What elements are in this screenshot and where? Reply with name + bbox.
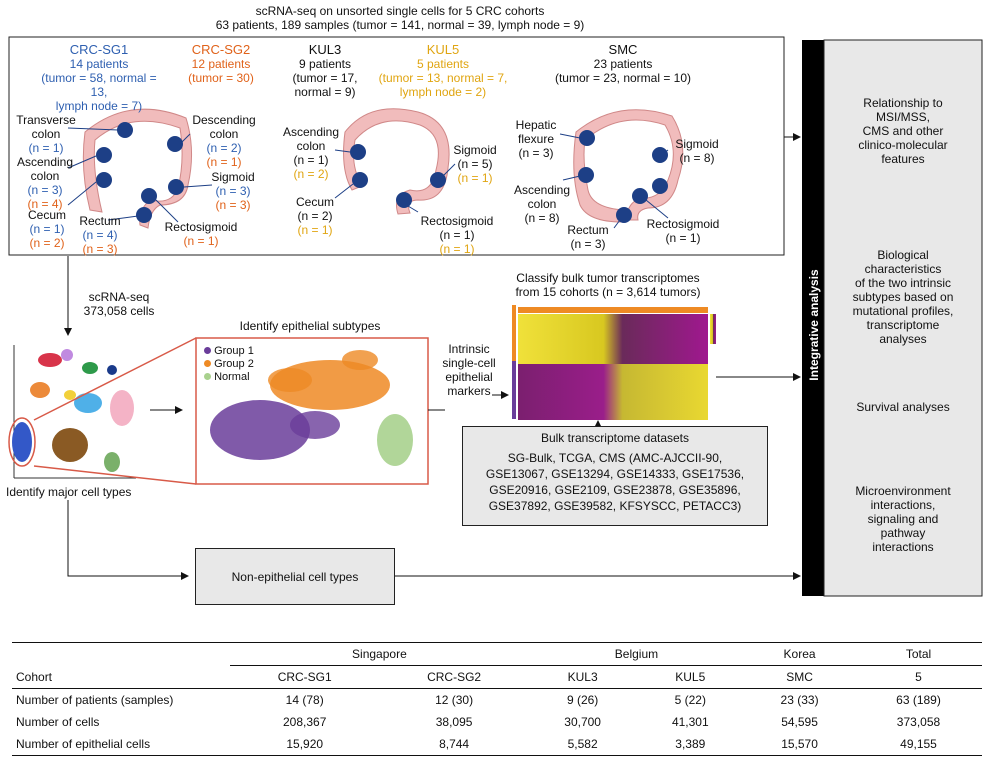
colon-smc-lines <box>559 133 669 229</box>
group-korea: Korea <box>744 642 855 666</box>
colon-sg-diagram <box>82 108 193 229</box>
table-group-row: Singapore Belgium Korea Total <box>12 642 982 666</box>
integrative-bar <box>802 40 824 596</box>
integrative-item-3: Survival analyses <box>856 400 950 414</box>
sg-rectosigmoid-label: Rectosigmoid (n = 1) <box>164 220 238 248</box>
zoom-line-bottom <box>33 465 197 485</box>
group-belgium: Belgium <box>528 642 745 666</box>
table-header-row: Cohort CRC-SG1 CRC-SG2 KUL3 KUL5 SMC 5 <box>12 666 982 689</box>
cohort-crc-sg1: CRC-SG1 14 patients (tumor = 58, normal … <box>41 42 157 114</box>
identify-epithelial-label: Identify epithelial subtypes <box>239 319 381 333</box>
colon-kul-diagram <box>343 108 450 215</box>
heatmap <box>512 305 716 420</box>
bulk-list: SG-Bulk, TCGA, CMS (AMC-AJCCII-90, GSE13… <box>485 451 745 513</box>
smc-sigmoid-label: Sigmoid (n = 8) <box>675 137 719 165</box>
smc-rectum-label: Rectum (n = 3) <box>567 223 609 251</box>
cohort-smc: SMC 23 patients (tumor = 23, normal = 10… <box>554 42 692 86</box>
colon-kul-lines <box>334 149 456 213</box>
colon-kul-sites <box>350 144 446 208</box>
colon-smc-diagram <box>573 109 684 223</box>
kul-sigmoid-label: Sigmoid (n = 5)(n = 1) <box>453 143 497 185</box>
table-row: Number of patients (samples)14 (78)12 (3… <box>16 693 941 707</box>
legend-dot-group2 <box>204 360 211 367</box>
legend-dot-group1 <box>204 347 211 354</box>
colon-sg-lines <box>67 127 213 223</box>
bulk-datasets-box: Bulk transcriptome datasets SG-Bulk, TCG… <box>462 426 768 526</box>
colon-sg-sites <box>96 122 184 223</box>
identify-major-label: Identify major cell types <box>6 485 132 499</box>
integrative-panel <box>823 39 983 597</box>
zoom-line-top <box>33 337 197 421</box>
diagram-graphics <box>8 36 983 597</box>
cohort-table: Singapore Belgium Korea Total Cohort CRC… <box>12 642 982 756</box>
colon-smc-sites <box>578 130 668 223</box>
non-epithelial-box: Non-epithelial cell types <box>195 548 395 605</box>
sg-rectum-label: Rectum (n = 4)(n = 3) <box>79 214 121 256</box>
legend-normal: Normal <box>214 371 250 383</box>
sg-cecum-label: Cecum (n = 1)(n = 2) <box>27 208 66 250</box>
sg-sigmoid-label: Sigmoid (n = 3)(n = 3) <box>211 170 255 212</box>
smc-rectosigmoid-label: Rectosigmoid (n = 1) <box>646 217 720 245</box>
epithelial-legend: Group 1 Group 2 Normal <box>204 345 254 384</box>
arrow-non-epithelial <box>67 500 189 580</box>
epithelial-umap-points <box>210 350 413 466</box>
kul-rectosigmoid-label: Rectosigmoid (n = 1)(n = 1) <box>420 214 494 256</box>
cohort-kul3: KUL3 9 patients (tumor = 17, normal = 9) <box>292 42 358 100</box>
group-total: Total <box>855 642 982 666</box>
umap-major <box>8 345 136 479</box>
cohort-box <box>8 36 785 256</box>
kul-cecum-label: Cecum (n = 2)(n = 1) <box>295 195 334 237</box>
cohort-kul5: KUL5 5 patients (tumor = 13, normal = 7,… <box>378 42 508 100</box>
legend-group2: Group 2 <box>214 358 254 370</box>
figure-title: scRNA-seq on unsorted single cells for 5… <box>215 4 585 32</box>
cohort-crc-sg2: CRC-SG2 12 patients (tumor = 30) <box>188 42 254 86</box>
bulk-title: Bulk transcriptome datasets <box>540 431 690 445</box>
legend-dot-normal <box>204 373 211 380</box>
group-singapore: Singapore <box>230 642 529 666</box>
legend-group1: Group 1 <box>214 345 254 357</box>
